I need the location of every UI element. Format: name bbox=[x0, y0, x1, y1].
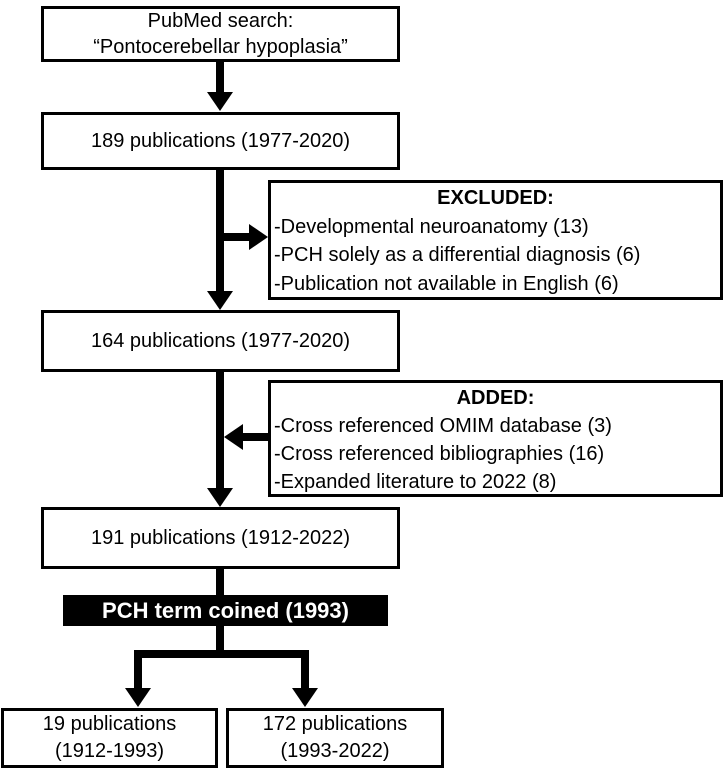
publications-191-box: 191 publications (1912-2022) bbox=[41, 507, 400, 569]
connector-from-added bbox=[242, 433, 268, 441]
connector-top-to-189 bbox=[216, 62, 224, 93]
result-right-line2: (1993-2022) bbox=[280, 740, 390, 762]
arrowhead-down-icon bbox=[207, 92, 233, 111]
added-title: ADDED: bbox=[456, 387, 535, 409]
milestone-label: PCH term coined (1993) bbox=[102, 597, 349, 623]
connector-to-excluded bbox=[224, 233, 250, 241]
pubmed-search-line1: PubMed search: bbox=[147, 10, 294, 32]
result-right-line1: 172 publications bbox=[262, 713, 408, 735]
result-left-line1: 19 publications bbox=[42, 713, 177, 735]
added-item: -Cross referenced bibliographies (16) bbox=[274, 443, 605, 465]
added-box: ADDED: -Cross referenced OMIM database (… bbox=[268, 380, 723, 497]
arrowhead-down-icon bbox=[207, 291, 233, 310]
pubmed-search-line2: “Pontocerebellar hypoplasia” bbox=[93, 36, 348, 58]
excluded-item: -Developmental neuroanatomy (13) bbox=[274, 215, 589, 238]
excluded-title: EXCLUDED: bbox=[437, 187, 554, 209]
result-1993-2022-box: 172 publications (1993-2022) bbox=[226, 708, 444, 768]
connector-164-to-191 bbox=[216, 372, 224, 489]
connector-191-to-milestone bbox=[216, 569, 224, 595]
connector-branch-left bbox=[134, 650, 142, 689]
publications-164-box: 164 publications (1977-2020) bbox=[41, 310, 400, 372]
result-left-line2: (1912-1993) bbox=[55, 740, 164, 762]
publications-164-label: 164 publications (1977-2020) bbox=[90, 330, 351, 352]
result-1912-1993-box: 19 publications (1912-1993) bbox=[1, 708, 218, 768]
arrowhead-left-icon bbox=[224, 424, 243, 450]
branch-horizontal-bar bbox=[134, 650, 309, 658]
pubmed-search-box: PubMed search: “Pontocerebellar hypoplas… bbox=[41, 6, 400, 62]
excluded-item: -Publication not available in English (6… bbox=[274, 272, 619, 295]
connector-189-to-164 bbox=[216, 170, 224, 292]
arrowhead-down-icon bbox=[207, 488, 233, 507]
milestone-banner: PCH term coined (1993) bbox=[63, 595, 388, 626]
excluded-box: EXCLUDED: -Developmental neuroanatomy (1… bbox=[268, 180, 723, 300]
added-item: -Cross referenced OMIM database (3) bbox=[274, 415, 612, 437]
publications-189-label: 189 publications (1977-2020) bbox=[90, 130, 351, 152]
publications-189-box: 189 publications (1977-2020) bbox=[41, 112, 400, 170]
publications-191-label: 191 publications (1912-2022) bbox=[90, 527, 351, 549]
excluded-item: -PCH solely as a differential diagnosis … bbox=[274, 244, 641, 266]
arrowhead-down-icon bbox=[125, 688, 151, 707]
connector-milestone-to-branch bbox=[216, 626, 224, 654]
arrowhead-right-icon bbox=[249, 224, 268, 250]
connector-branch-right bbox=[301, 650, 309, 689]
arrowhead-down-icon bbox=[292, 688, 318, 707]
added-item: -Expanded literature to 2022 (8) bbox=[274, 471, 557, 493]
